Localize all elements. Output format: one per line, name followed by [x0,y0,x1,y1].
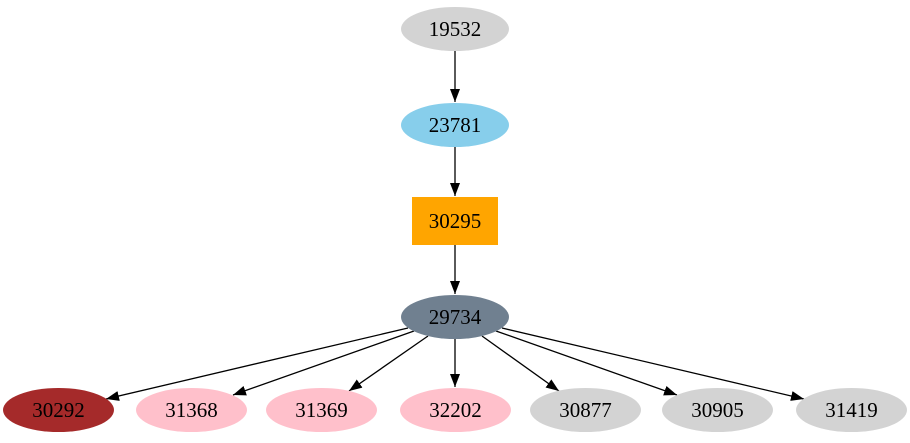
edge-29734-30292 [105,327,409,401]
node-32202: 32202 [400,388,511,432]
node-30292: 30292 [3,388,114,432]
edge-29734-31419 [501,327,805,401]
node-30877: 30877 [530,388,641,432]
node-31369: 31369 [266,388,377,432]
edge-29734-30905 [495,330,678,396]
edge-29734-31368 [232,330,415,396]
node-31368: 31368 [136,388,247,432]
node-30905: 30905 [662,388,773,432]
edge-29734-31369 [348,335,429,392]
node-29734: 29734 [401,295,509,339]
node-19532: 19532 [401,7,509,51]
node-30295: 30295 [412,197,498,245]
node-23781: 23781 [401,103,509,147]
node-31419: 31419 [796,388,907,432]
edge-29734-30877 [481,335,560,392]
